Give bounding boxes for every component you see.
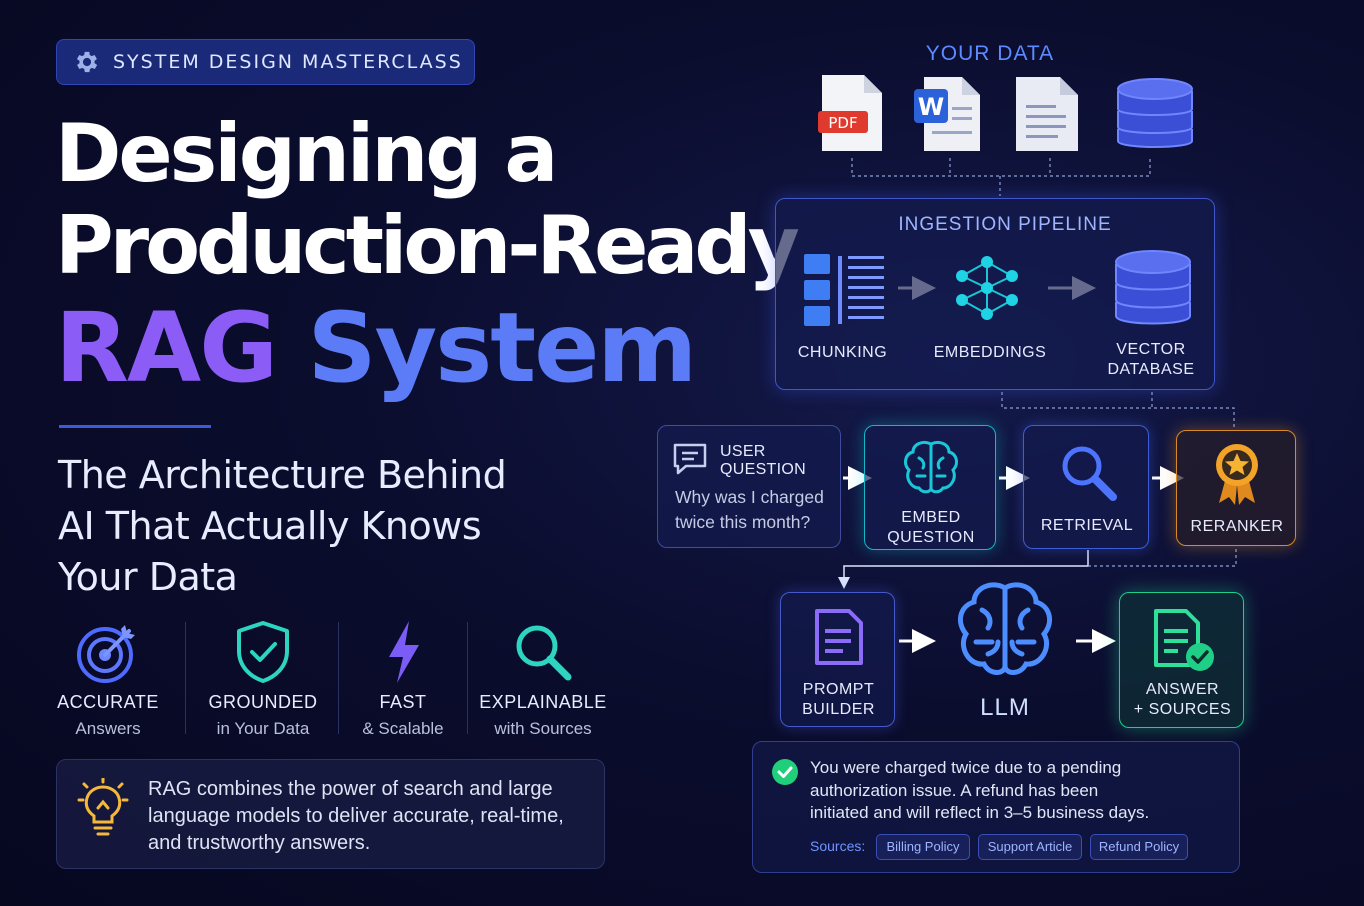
title-system: System <box>307 292 697 404</box>
subtitle-line-1: The Architecture Behind <box>58 453 507 497</box>
feature-subtitle: in Your Data <box>216 719 310 738</box>
prompt-builder-label: PROMPT BUILDER <box>781 680 896 720</box>
feature-title: EXPLAINABLE <box>479 692 607 712</box>
answer-sources-label-line1: ANSWER <box>1145 681 1220 698</box>
document-check-icon <box>1154 609 1214 671</box>
pdf-file-icon: PDF <box>818 75 882 151</box>
lightning-icon <box>389 621 419 683</box>
source-tag-billing-policy[interactable]: Billing Policy <box>876 834 970 860</box>
reranker-label: RERANKER <box>1190 518 1284 535</box>
chat-bubble-icon <box>673 443 707 475</box>
feature-separator <box>338 622 339 734</box>
embeddings-label: EMBEDDINGS <box>933 344 1047 361</box>
ingestion-pipeline-title: INGESTION PIPELINE <box>898 214 1112 235</box>
answer-line-2: authorization issue. A refund has been <box>810 780 1099 800</box>
sources-label: Sources: <box>810 838 866 854</box>
search-icon <box>516 625 572 681</box>
answer-sources-label: ANSWER + SOURCES <box>1120 680 1245 720</box>
masterclass-badge: SYSTEM DESIGN MASTERCLASS <box>56 39 475 85</box>
answer-text: You were charged twice due to a pending … <box>810 757 1220 825</box>
your-data-label: YOUR DATA <box>925 42 1055 65</box>
document-icon <box>815 609 863 665</box>
vector-database-label-line1: VECTOR <box>1116 341 1186 358</box>
feature-subtitle: & Scalable <box>362 719 444 738</box>
answer-sources-label-line2: + SOURCES <box>1133 701 1232 718</box>
title-line-2: Production-Ready <box>55 199 800 292</box>
vector-database-label-line2: DATABASE <box>1107 361 1195 378</box>
title-line-3: RAG System <box>55 300 697 396</box>
embed-question-box: EMBED QUESTION <box>864 425 996 550</box>
gear-icon <box>76 51 98 73</box>
check-circle-icon <box>772 759 798 785</box>
feature-subtitle: with Sources <box>494 719 592 738</box>
prompt-builder-label-line1: PROMPT <box>802 681 875 698</box>
embed-question-label: EMBED QUESTION <box>865 508 997 548</box>
feature-title: GROUNDED <box>208 692 318 712</box>
network-icon <box>956 256 1018 320</box>
retrieval-box: RETRIEVAL <box>1023 425 1149 549</box>
subtitle-line-3: Your Data <box>58 555 238 599</box>
chunks-icon <box>804 254 884 326</box>
title-rag: RAG <box>55 292 278 404</box>
shield-check-icon <box>237 621 289 683</box>
award-icon <box>1216 444 1258 505</box>
user-question-box: USER QUESTION Why was I charged twice th… <box>657 425 841 548</box>
prompt-builder-label-line2: BUILDER <box>802 701 875 718</box>
word-file-icon: W <box>914 77 980 151</box>
prompt-builder-box: PROMPT BUILDER <box>780 592 895 727</box>
target-icon <box>77 625 135 683</box>
feature-separator <box>185 622 186 734</box>
feature-fast: FAST & Scalable <box>328 618 478 739</box>
database-icon <box>1117 78 1193 148</box>
info-box: RAG combines the power of search and lar… <box>56 759 605 869</box>
source-tag-refund-policy[interactable]: Refund Policy <box>1090 834 1188 860</box>
answer-line-1: You were charged twice due to a pending <box>810 758 1122 777</box>
title-divider <box>59 425 211 428</box>
llm-brain-icon <box>957 582 1053 675</box>
user-question-text: Why was I charged twice this month? <box>675 485 824 535</box>
feature-separator <box>467 622 468 734</box>
source-tag-support-article[interactable]: Support Article <box>978 834 1082 860</box>
vector-database-label: VECTOR DATABASE <box>1095 340 1207 380</box>
chunking-label: CHUNKING <box>797 344 888 361</box>
feature-subtitle: Answers <box>75 719 141 738</box>
feature-title: ACCURATE <box>57 692 159 712</box>
retrieval-label: RETRIEVAL <box>1040 517 1134 534</box>
info-text: RAG combines the power of search and lar… <box>148 778 564 854</box>
user-question-title: USER QUESTION <box>720 443 806 478</box>
feature-accurate: ACCURATE Answers <box>33 618 183 739</box>
brain-icon <box>904 440 958 494</box>
feature-title: FAST <box>379 692 427 712</box>
reranker-box: RERANKER <box>1176 430 1296 546</box>
user-question-line2: twice this month? <box>675 512 811 532</box>
embed-question-label-line2: QUESTION <box>887 529 975 546</box>
subtitle: The Architecture Behind AI That Actually… <box>58 450 618 603</box>
vector-database-icon <box>1115 250 1191 325</box>
llm-label: LLM <box>980 694 1030 721</box>
badge-label: SYSTEM DESIGN MASTERCLASS <box>113 51 463 73</box>
subtitle-line-2: AI That Actually Knows <box>58 504 482 548</box>
answer-line-3: initiated and will reflect in 3–5 busine… <box>810 803 1150 822</box>
word-file-tag: W <box>918 93 944 121</box>
title-line-1: Designing a <box>55 107 558 200</box>
feature-explainable: EXPLAINABLE with Sources <box>468 618 618 739</box>
feature-grounded: GROUNDED in Your Data <box>188 618 338 739</box>
text-file-icon <box>1016 77 1078 151</box>
answer-sources-box: ANSWER + SOURCES <box>1119 592 1244 728</box>
search-icon <box>1062 446 1117 501</box>
embed-question-label-line1: EMBED <box>901 509 961 526</box>
lightbulb-icon <box>77 778 129 836</box>
pdf-file-tag: PDF <box>828 114 857 132</box>
user-question-line1: Why was I charged <box>675 487 824 507</box>
